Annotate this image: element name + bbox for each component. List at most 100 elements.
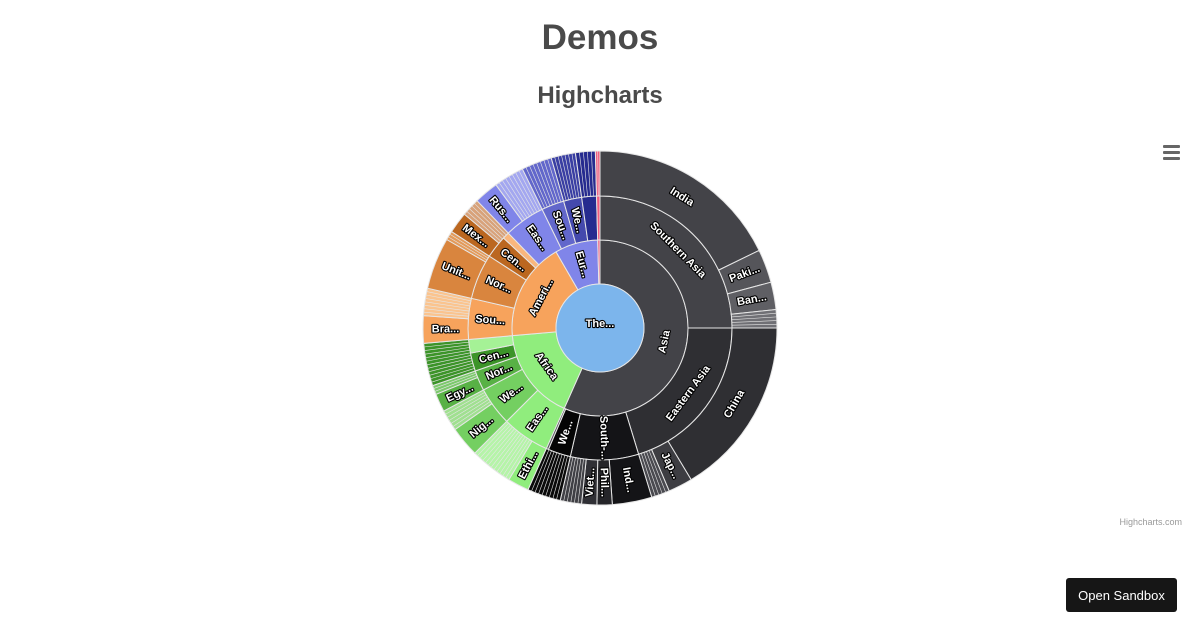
small-country-divider [568, 153, 577, 199]
small-country-divider [499, 436, 526, 475]
small-country-divider [471, 205, 505, 238]
small-country-divider [577, 458, 584, 504]
small-country-divider [518, 170, 540, 211]
small-country-divider [571, 153, 580, 198]
small-country-divider [545, 453, 560, 497]
small-country-divider [428, 360, 473, 373]
small-country-divider [552, 455, 566, 499]
small-country-divider [426, 352, 471, 362]
small-country-divider [449, 233, 489, 259]
small-country-divider [648, 450, 667, 493]
root-node[interactable] [555, 283, 645, 373]
country-label: Phil... [598, 468, 611, 498]
small-country-divider [431, 368, 475, 383]
small-country-divider [423, 341, 469, 348]
small-country-divider [557, 155, 569, 200]
small-country-divider [646, 451, 663, 494]
small-country-divider [450, 398, 490, 424]
region-segment[interactable] [596, 195, 601, 241]
small-country-divider [505, 439, 530, 478]
small-country-divider [731, 320, 777, 323]
small-country-divider [561, 155, 572, 200]
small-country-divider [541, 452, 558, 496]
small-country-divider [490, 431, 519, 468]
small-country-divider [448, 396, 488, 421]
small-country-divider [485, 428, 515, 464]
small-country-divider [448, 236, 488, 261]
small-country-divider [731, 316, 777, 321]
small-country-divider [597, 151, 599, 197]
small-country-divider [563, 457, 574, 502]
small-country-divider [566, 457, 576, 502]
chart-menu-button[interactable] [1158, 140, 1184, 164]
small-country-divider [534, 450, 552, 493]
small-country-divider [466, 211, 501, 242]
chart-title: Highcharts [537, 82, 663, 109]
small-country-divider [539, 161, 556, 204]
small-country-divider [482, 426, 513, 461]
small-country-divider [493, 433, 522, 470]
small-country-divider [426, 294, 471, 304]
small-country-divider [427, 357, 472, 369]
small-country-divider [477, 423, 509, 456]
small-country-divider [564, 154, 575, 199]
small-country-divider [487, 430, 517, 466]
region-label: Sou... [475, 313, 506, 327]
small-country-divider [508, 176, 533, 216]
small-country-divider [532, 164, 551, 206]
small-country-divider [479, 424, 511, 459]
small-country-divider [502, 180, 528, 219]
small-country-divider [425, 298, 470, 307]
small-country-divider [525, 167, 546, 209]
small-country-divider [426, 355, 471, 366]
country-label: Viet... [584, 467, 598, 497]
small-country-divider [502, 438, 528, 477]
small-country-divider [731, 323, 777, 326]
small-country-divider [536, 162, 553, 205]
country-label: Ind... [620, 466, 636, 493]
small-country-divider [505, 178, 530, 217]
small-country-divider [543, 160, 559, 203]
small-country-divider [430, 365, 474, 380]
hamburger-menu-icon [1162, 144, 1180, 148]
region-label: South-... [597, 416, 611, 460]
small-country-divider [469, 208, 503, 240]
small-country-divider [496, 435, 524, 472]
small-country-divider [587, 151, 591, 197]
small-country-divider [474, 203, 507, 236]
small-country-divider [731, 312, 777, 318]
sunburst-rings[interactable] [422, 150, 778, 506]
small-country-divider [570, 458, 579, 503]
small-country-divider [640, 453, 656, 497]
small-country-divider [511, 174, 535, 214]
small-country-divider [433, 372, 477, 389]
small-country-divider [445, 392, 485, 415]
small-country-divider [554, 156, 567, 201]
small-country-divider [424, 347, 470, 355]
small-country-divider [447, 394, 487, 418]
small-country-divider [529, 165, 548, 208]
small-country-divider [574, 458, 582, 504]
small-country-divider [547, 158, 562, 203]
small-country-divider [548, 454, 563, 498]
small-country-divider [643, 452, 660, 496]
credits-link[interactable]: Highcharts.com [1119, 517, 1182, 527]
small-country-divider [434, 375, 477, 392]
country-label: Bra... [432, 323, 460, 335]
small-country-divider [452, 401, 491, 427]
small-country-divider [579, 152, 585, 197]
small-country-divider [531, 449, 550, 492]
small-country-divider [583, 151, 588, 197]
small-country-divider [538, 451, 555, 495]
small-country-divider [515, 172, 538, 213]
small-country-divider [425, 349, 470, 359]
open-sandbox-button[interactable]: Open Sandbox [1066, 578, 1177, 612]
small-country-divider [424, 344, 470, 351]
small-country-divider [498, 182, 526, 220]
small-country-divider [424, 308, 469, 314]
small-country-divider [424, 301, 470, 309]
small-country-divider [426, 291, 471, 302]
hamburger-menu-icon-line [1162, 150, 1180, 154]
small-country-divider [556, 455, 568, 500]
